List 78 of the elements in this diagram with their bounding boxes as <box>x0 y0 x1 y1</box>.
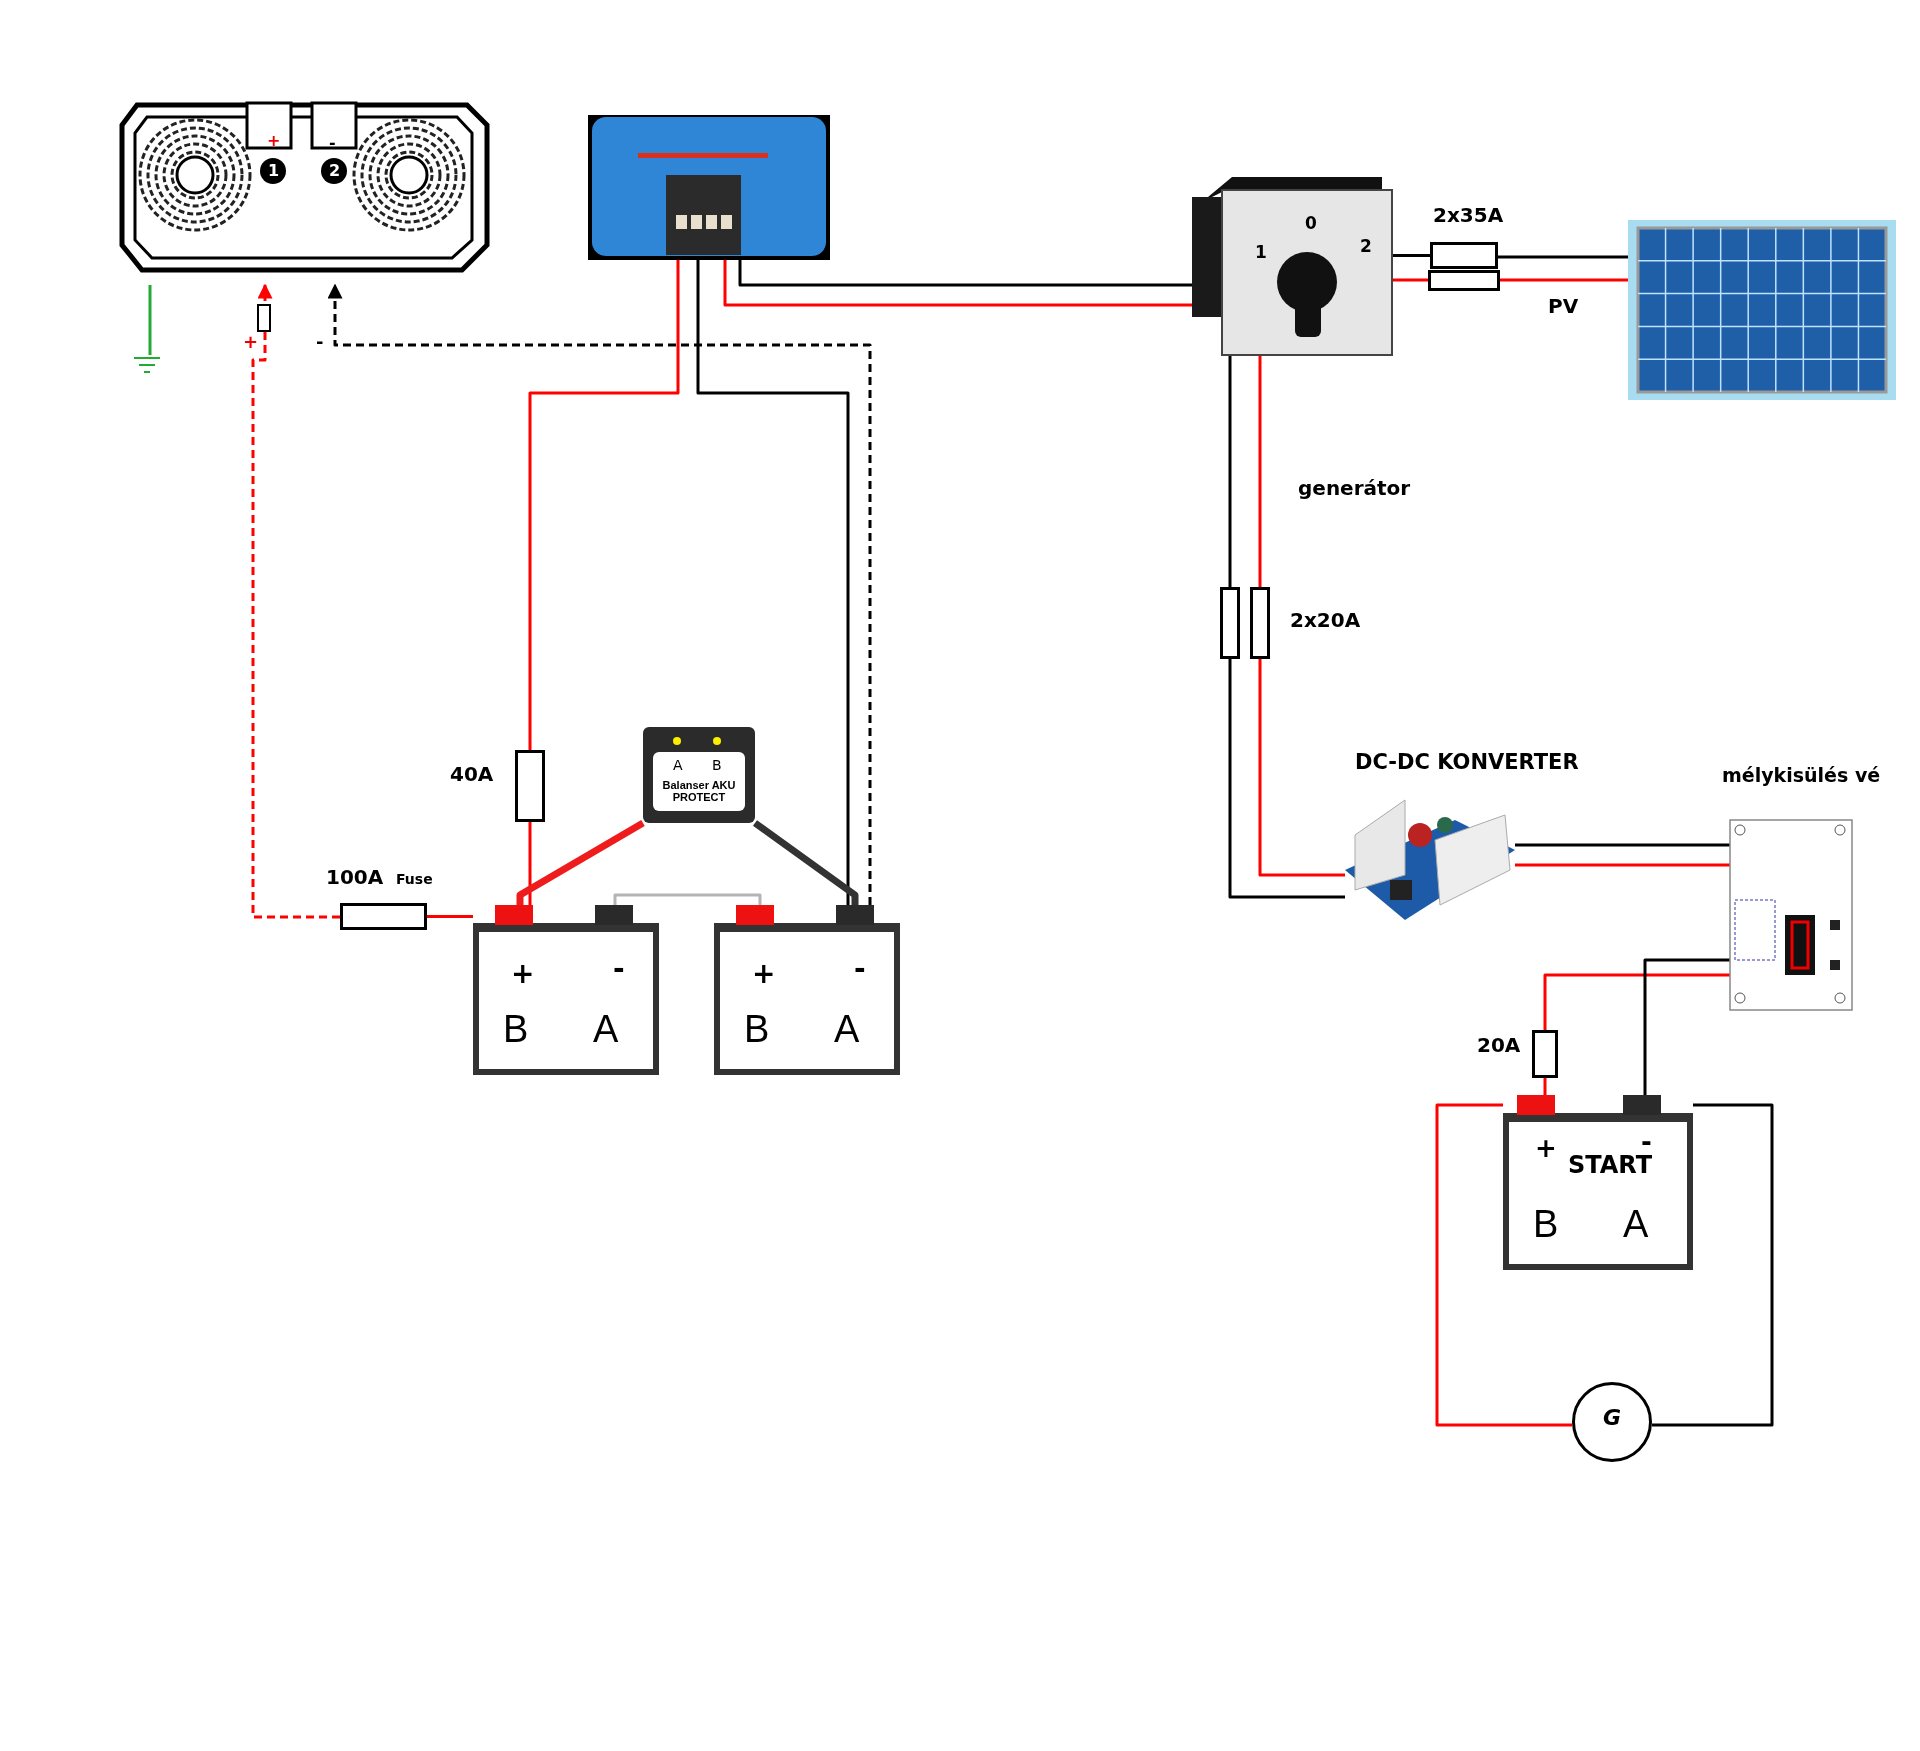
fuse-symbol <box>1430 242 1498 269</box>
battery-symbol <box>1503 1095 1693 1270</box>
module-label: Balanser AKU PROTECT <box>661 779 737 804</box>
wire <box>1652 1103 1774 1427</box>
charge-controller-drawing <box>588 115 830 260</box>
terminal-sign: + <box>267 133 281 149</box>
fuse-symbol <box>1532 1030 1558 1078</box>
terminal-sign: + <box>243 333 259 351</box>
module-label: B <box>712 758 722 772</box>
terminal-number: 1 <box>268 163 280 179</box>
terminal-sign: + <box>511 960 535 988</box>
fuse-symbol <box>1220 587 1240 659</box>
fuse-symbol <box>515 750 545 822</box>
fuse-rating: 40A <box>450 764 494 784</box>
terminal-sign: - <box>854 955 866 983</box>
fuse-rating: 2x20A <box>1290 610 1361 630</box>
battery-letter: A <box>593 1010 619 1048</box>
battery-letter: B <box>503 1010 529 1048</box>
wire <box>516 819 645 905</box>
wire <box>1543 1078 1547 1095</box>
terminal-sign: - <box>316 333 324 351</box>
battery-letter: B <box>1533 1205 1559 1243</box>
switch-position: 2 <box>1360 238 1372 255</box>
wire <box>427 915 473 918</box>
wire <box>1392 278 1428 282</box>
wire <box>1543 973 1730 1030</box>
terminal-sign: - <box>329 135 336 151</box>
terminal-sign: - <box>1641 1129 1652 1155</box>
wire <box>1515 843 1730 847</box>
wire <box>613 893 762 905</box>
wire <box>723 260 1192 307</box>
generator-letter: G <box>1603 1407 1622 1429</box>
terminal-sign: + <box>1535 1135 1557 1161</box>
wire <box>528 822 532 905</box>
fuse-rating: 2x35A <box>1433 205 1504 225</box>
switch-position: 1 <box>1255 244 1267 261</box>
battery-letter: B <box>744 1010 770 1048</box>
fuse-rating: 20A <box>1477 1035 1521 1055</box>
wire <box>1258 659 1345 877</box>
terminal-sign: + <box>752 960 776 988</box>
component-label: mélykisülés vé <box>1722 766 1881 785</box>
battery-symbol <box>473 905 659 1075</box>
wire-label: generátor <box>1298 478 1411 498</box>
battery-label: START <box>1568 1153 1653 1177</box>
wire-label: PV <box>1548 296 1579 316</box>
generator-symbol <box>1572 1382 1652 1462</box>
wire <box>1515 863 1730 867</box>
component-label: DC-DC KONVERTER <box>1355 752 1579 773</box>
wire <box>1228 355 1232 587</box>
module-label: A <box>673 758 683 772</box>
fuse-symbol <box>1250 587 1270 659</box>
wire <box>1498 255 1628 259</box>
fuse-symbol <box>340 903 427 930</box>
battery-letter: A <box>1623 1205 1649 1243</box>
wire <box>696 260 850 905</box>
wire <box>1392 254 1430 257</box>
wire <box>1643 958 1730 1095</box>
wire <box>752 820 859 905</box>
dashed-wire <box>251 283 340 919</box>
wire <box>1228 659 1345 899</box>
protection-module-drawing <box>1730 820 1852 1010</box>
terminal-sign: - <box>613 955 625 983</box>
wire <box>528 260 680 750</box>
switch-position: 0 <box>1305 215 1317 232</box>
battery-symbol <box>714 905 900 1075</box>
fuse-rating: 100A <box>326 867 384 887</box>
wire <box>148 285 152 355</box>
solar-panel-drawing <box>1628 220 1896 400</box>
battery-balancer-module <box>643 727 755 823</box>
fuse-rating: Fuse <box>396 872 433 886</box>
wire <box>1435 1103 1572 1427</box>
wire <box>1258 355 1262 587</box>
fuse-symbol <box>1428 270 1500 291</box>
terminal-number: 2 <box>329 163 341 179</box>
wire <box>738 260 1192 287</box>
battery-letter: A <box>834 1010 860 1048</box>
wire <box>1500 278 1628 282</box>
dashed-wire <box>327 283 872 905</box>
